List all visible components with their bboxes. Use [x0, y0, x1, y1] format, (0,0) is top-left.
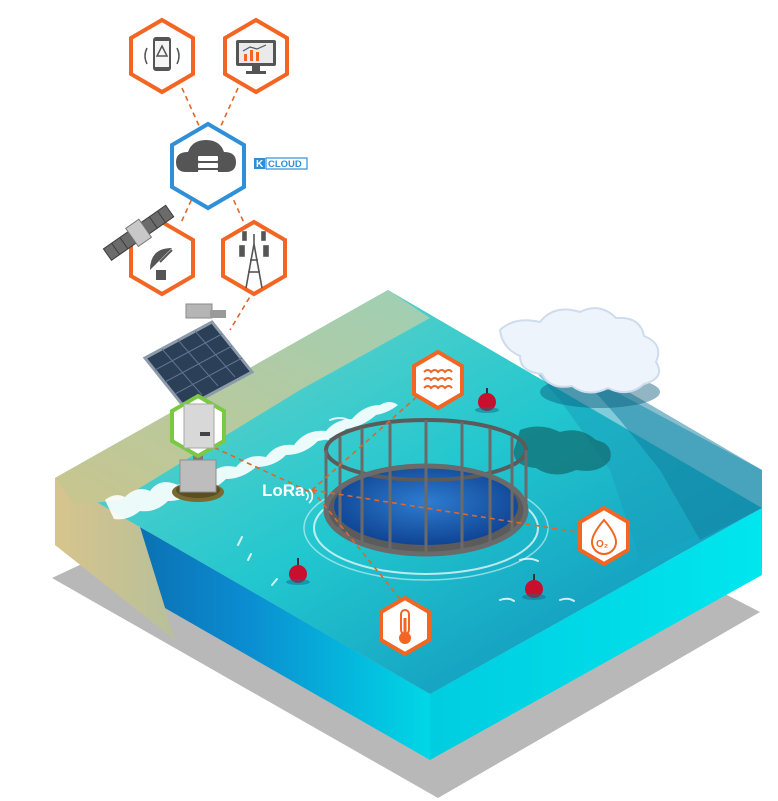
buoy-left: [286, 558, 310, 585]
wave-sensor-icon: [423, 369, 453, 390]
mobile-alert-icon: [144, 37, 180, 71]
oxygen-sensor-icon: O₂: [590, 518, 618, 555]
deep-water-edge: [560, 352, 762, 540]
buoy-top: [475, 388, 499, 413]
cell-tower-hexagon[interactable]: [221, 219, 287, 297]
buoy-right: [522, 574, 546, 600]
aquaculture-cage: [303, 418, 549, 581]
seaweed-patch: [513, 426, 611, 475]
cell-tower-icon: [239, 231, 269, 289]
lora-signal-icon: [305, 488, 314, 504]
monitor-dashboard-icon: [236, 40, 276, 74]
gateway-hexagon: [170, 393, 226, 459]
oxygen-sensor-hexagon[interactable]: O₂: [578, 505, 630, 567]
mobile-alert-hexagon[interactable]: [129, 17, 195, 95]
gateway-station-icon: [183, 403, 215, 449]
kcloud-brand: K CLOUD: [254, 157, 308, 170]
water-ripples: [237, 417, 575, 602]
connection-lines: [179, 87, 584, 606]
temperature-sensor-hexagon[interactable]: [379, 595, 431, 657]
cloud-server-hexagon[interactable]: [170, 121, 246, 211]
gateway-station: [142, 303, 255, 502]
satellite-object: [102, 204, 175, 262]
block-right-side: [430, 508, 762, 760]
wave-sensor-hexagon[interactable]: [412, 349, 464, 411]
cloud-decoration: [498, 307, 660, 408]
block-left-side: [55, 478, 430, 760]
satellite-dish-icon: [150, 248, 173, 280]
dashboard-hexagon[interactable]: [223, 17, 289, 95]
sand-shore: [55, 290, 430, 505]
oxygen-symbol: O₂: [596, 539, 608, 550]
cloud-server-icon: [176, 140, 236, 175]
kcloud-label: CLOUD: [268, 159, 302, 170]
lora-label: LoRa: [262, 481, 305, 500]
temperature-sensor-icon: [399, 609, 411, 644]
block-left-sand: [55, 478, 175, 640]
kcloud-badge-letter: K: [256, 159, 264, 170]
